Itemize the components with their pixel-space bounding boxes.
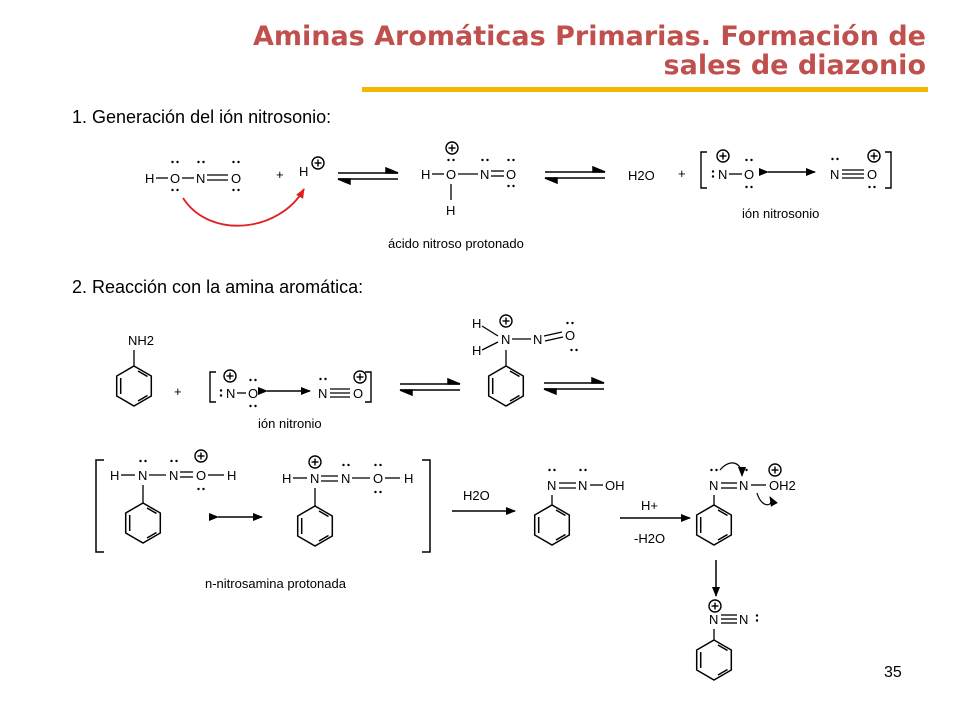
atom-h: H [145, 171, 154, 186]
water: H2O [628, 168, 655, 183]
positive-charge-icon [308, 455, 322, 469]
atom-n: N [718, 167, 727, 182]
page-number: 35 [884, 664, 902, 681]
step-2-heading: 2. Reacción con la amina aromática: [72, 277, 364, 297]
nitrosonium-resonance [700, 151, 892, 189]
reagent-water: H2O [463, 488, 490, 503]
plus-sign: + [174, 384, 182, 399]
positive-charge-icon [194, 449, 208, 463]
atom-n: N [310, 471, 319, 486]
protonated-diazohydroxide: N N OH2 [695, 462, 796, 546]
atom-n: N [739, 612, 748, 627]
positive-charge-icon [708, 599, 722, 613]
label-protonated-nitrosamine: n-nitrosamina protonada [205, 576, 347, 591]
atom-o: O [867, 167, 877, 182]
aniline: NH2 [115, 333, 154, 407]
atom-h: H [472, 316, 481, 331]
positive-charge-icon [716, 149, 730, 163]
atom-h: H [446, 203, 455, 218]
loss-of-water: -H2O [634, 531, 665, 546]
atom-o: O [446, 167, 456, 182]
plus-sign: + [678, 166, 686, 181]
atom-o: O [231, 171, 241, 186]
atom-o: O [248, 386, 258, 401]
atom-h: H [227, 468, 236, 483]
atom-n: N [533, 332, 542, 347]
atom-o: O [744, 167, 754, 182]
atom-n: N [547, 478, 556, 493]
atom-n: N [138, 468, 147, 483]
atom-o: O [196, 468, 206, 483]
atom-h: H [282, 471, 291, 486]
atom-h: H [110, 468, 119, 483]
title-line-1: Aminas Aromáticas Primarias. Formación d… [252, 21, 926, 52]
amino-group: NH2 [128, 333, 154, 348]
atom-n: N [226, 386, 235, 401]
label-protonated-nitrous-acid: ácido nitroso protonado [388, 236, 524, 251]
title-underline [362, 87, 928, 92]
nitrous-acid: H O N O [145, 160, 241, 192]
protonated-nitrous-acid: H O H N O [421, 141, 516, 218]
atom-n: N [169, 468, 178, 483]
atom-n: N [709, 612, 718, 627]
atom-n: N [709, 478, 718, 493]
equilibrium-arrow [399, 378, 461, 396]
atom-o: O [353, 386, 363, 401]
atom-n: N [196, 171, 205, 186]
slide-title: Aminas Aromáticas Primarias. Formación d… [66, 22, 926, 80]
atom-n: N [341, 471, 350, 486]
positive-charge-icon [867, 149, 881, 163]
atom-o: O [170, 171, 180, 186]
title-line-2: sales de diazonio [663, 50, 926, 81]
atom-n: N [480, 167, 489, 182]
label-nitronium-ion: ión nitronio [258, 416, 322, 431]
positive-charge-icon [223, 369, 237, 383]
atom-o: O [373, 471, 383, 486]
positive-charge-icon [499, 314, 513, 328]
proton-h: H [299, 164, 308, 179]
reagent-proton: H+ [641, 498, 658, 513]
protonated-nitrosamine-a: H N N O H [110, 449, 236, 544]
step-1-heading: 1. Generación del ión nitrosonio: [72, 107, 332, 127]
label-nitrosonium-ion: ión nitrosonio [742, 206, 819, 221]
hydroxyl-group: OH [605, 478, 625, 493]
atom-h: H [472, 343, 481, 358]
oxonium-group: OH2 [769, 478, 796, 493]
positive-charge-icon [445, 141, 459, 155]
diazonium-salt: N N [695, 599, 759, 681]
atom-n: N [830, 167, 839, 182]
curved-electron-arrow [182, 188, 305, 227]
equilibrium-arrow [544, 166, 606, 184]
positive-charge-icon [353, 370, 367, 384]
atom-o: O [565, 328, 575, 343]
atom-n: N [318, 386, 327, 401]
equilibrium-arrow [337, 167, 399, 185]
atom-o: O [506, 167, 516, 182]
atom-n: N [501, 332, 510, 347]
protonated-nitrosamine-b: H N N O H [282, 455, 413, 547]
positive-charge-icon [311, 156, 325, 170]
atom-n: N [739, 478, 748, 493]
positive-charge-icon [768, 463, 782, 477]
equilibrium-arrow [543, 377, 605, 395]
atom-h: H [404, 471, 413, 486]
atom-n: N [578, 478, 587, 493]
diazohydroxide: N N OH [533, 468, 625, 546]
n-nitroso-ammonium: H H N N O [472, 314, 578, 407]
curved-electron-arrow [719, 462, 746, 477]
curved-electron-arrow [756, 492, 778, 507]
atom-h: H [421, 167, 430, 182]
plus-sign: + [276, 167, 284, 182]
